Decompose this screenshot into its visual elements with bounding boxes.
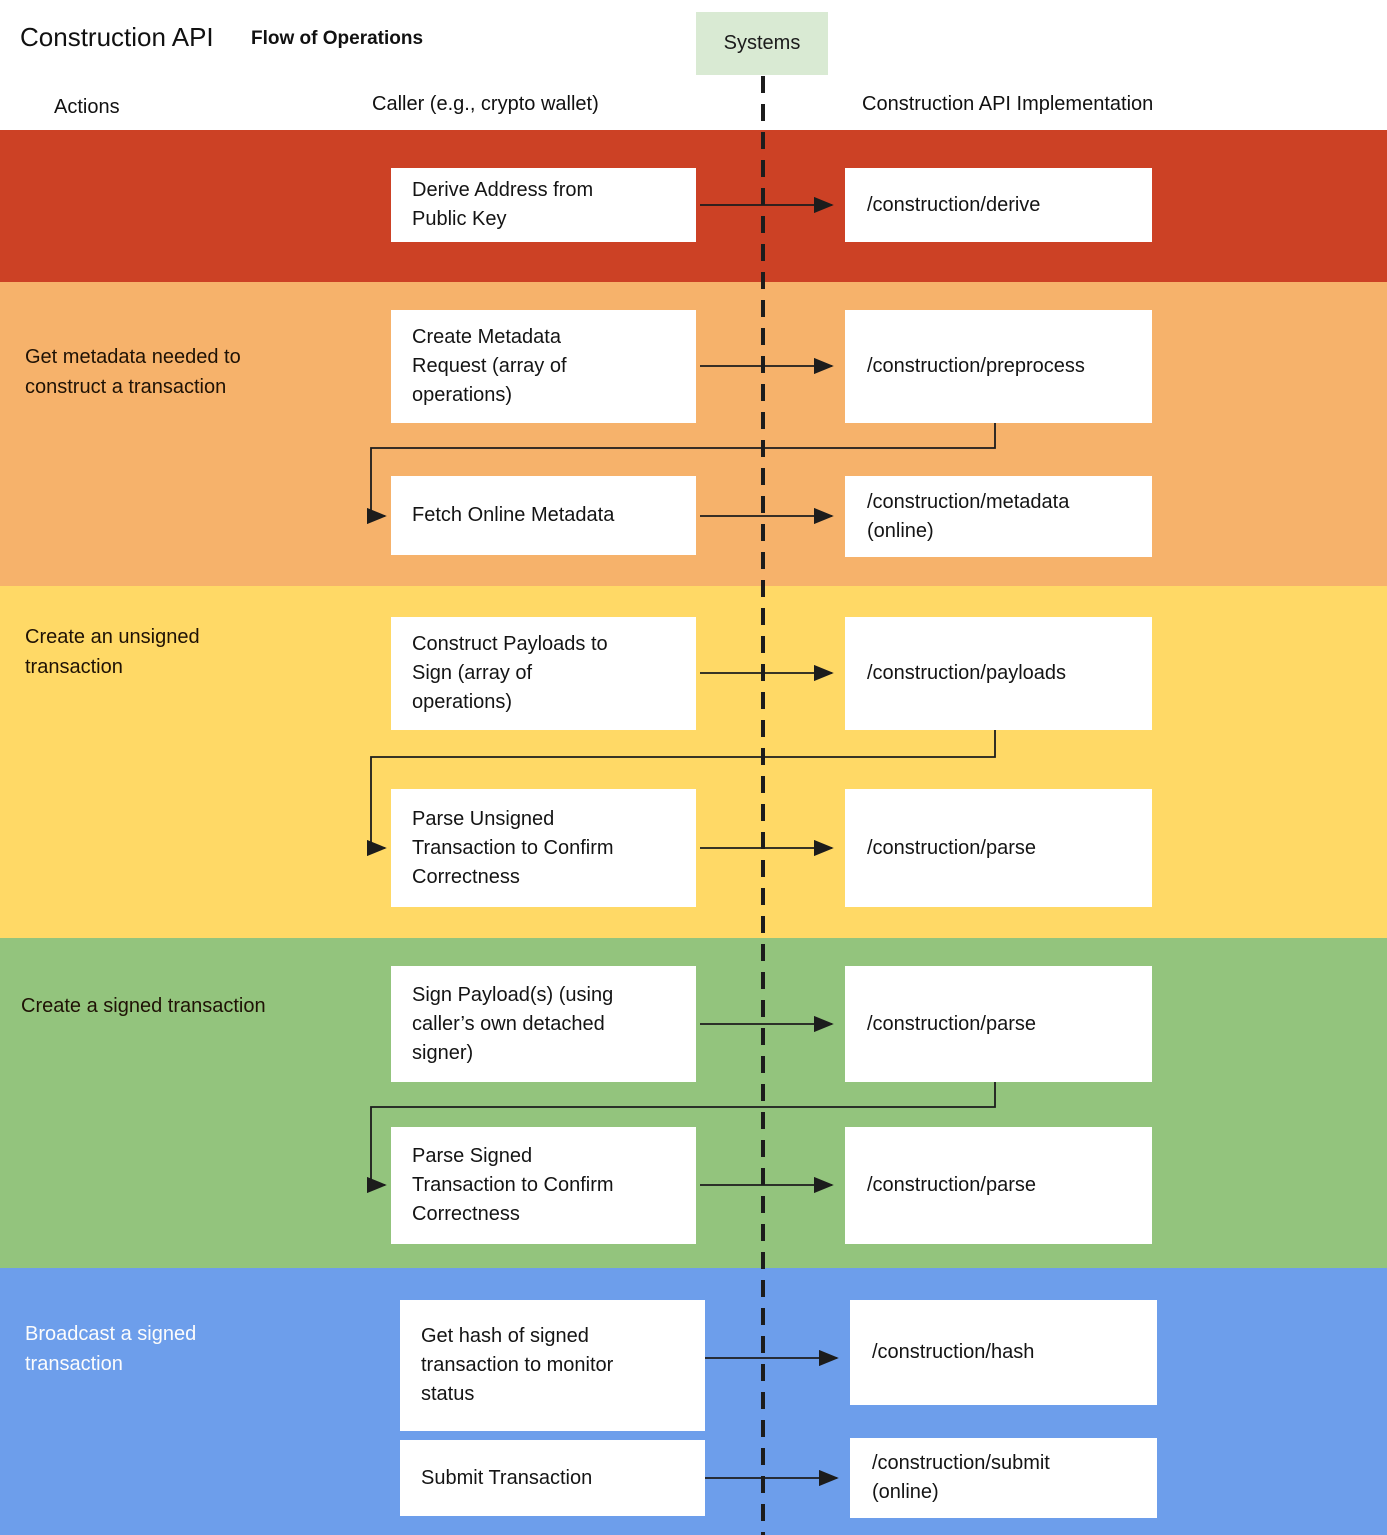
- api-endpoint-submit: /construction/submit (online): [850, 1438, 1157, 1518]
- api-endpoint-preprocess: /construction/preprocess: [845, 310, 1152, 423]
- action-label-broadcast: Broadcast a signed transaction: [25, 1323, 197, 1375]
- api-endpoint-parse-sign: /construction/parse: [845, 966, 1152, 1082]
- caller-step-fetch-online-metadata: Fetch Online Metadata: [391, 476, 696, 555]
- caller-step-submit-transaction: Submit Transaction: [400, 1440, 705, 1516]
- api-endpoint-hash: /construction/hash: [850, 1300, 1157, 1405]
- caller-step-construct-payloads: Construct Payloads to Sign (array of ope…: [391, 617, 696, 730]
- action-label-unsigned: Create an unsigned transaction: [25, 626, 200, 678]
- action-label-get-metadata: Get metadata needed to construct a trans…: [25, 346, 241, 398]
- api-endpoint-parse-signed: /construction/parse: [845, 1127, 1152, 1244]
- column-header-actions: Actions: [54, 96, 120, 118]
- caller-step-parse-unsigned: Parse Unsigned Transaction to Confirm Co…: [391, 789, 696, 907]
- caller-step-get-hash: Get hash of signed transaction to monito…: [400, 1300, 705, 1431]
- caller-step-derive-address: Derive Address from Public Key: [391, 168, 696, 242]
- systems-box: Systems: [696, 12, 828, 75]
- action-label-signed: Create a signed transaction: [21, 995, 266, 1017]
- api-endpoint-parse-unsigned: /construction/parse: [845, 789, 1152, 907]
- caller-step-sign-payloads: Sign Payload(s) (using caller’s own deta…: [391, 966, 696, 1082]
- column-header-implementation: Construction API Implementation: [862, 93, 1154, 115]
- page-subtitle: Flow of Operations: [251, 28, 424, 49]
- api-endpoint-metadata: /construction/metadata (online): [845, 476, 1152, 557]
- api-endpoint-derive: /construction/derive: [845, 168, 1152, 242]
- caller-step-parse-signed: Parse Signed Transaction to Confirm Corr…: [391, 1127, 696, 1244]
- api-endpoint-payloads: /construction/payloads: [845, 617, 1152, 730]
- column-header-caller: Caller (e.g., crypto wallet): [372, 93, 599, 115]
- page-title: Construction API: [20, 22, 214, 52]
- caller-step-create-metadata-request: Create Metadata Request (array of operat…: [391, 310, 696, 423]
